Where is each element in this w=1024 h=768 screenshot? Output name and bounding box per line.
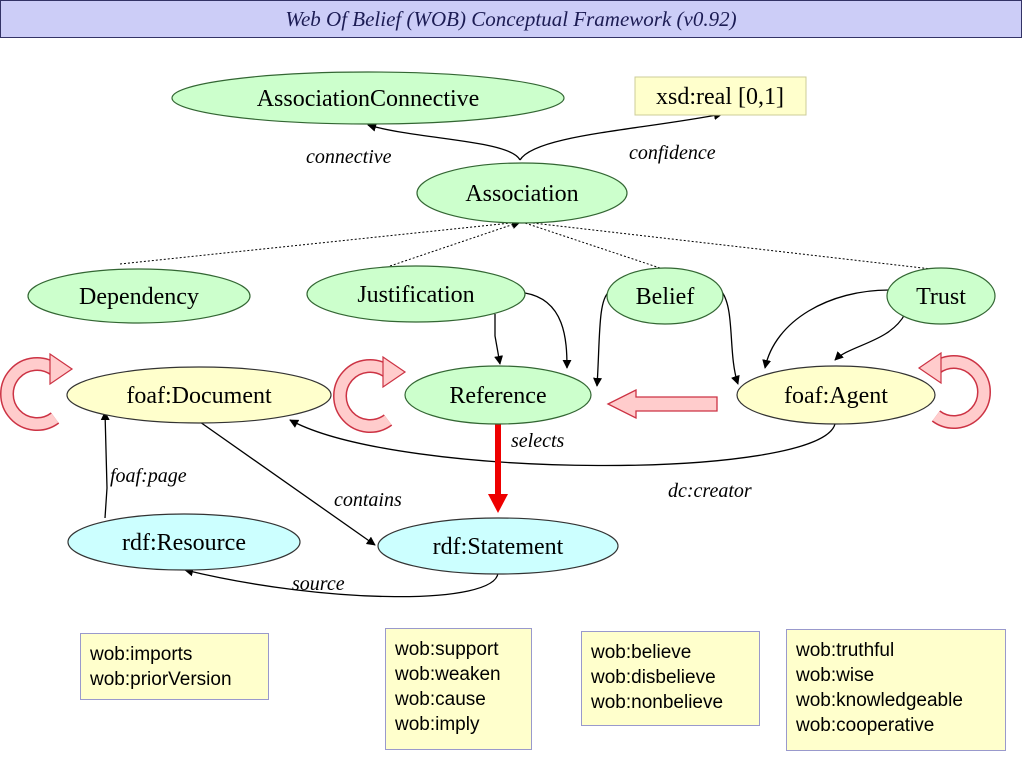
edge-belief-agent <box>721 291 740 385</box>
edges <box>100 111 906 598</box>
edge-label-confidence: confidence <box>629 142 716 164</box>
trust-link <box>523 221 941 271</box>
vocab-item: wob:truthful <box>796 640 895 661</box>
node-reference: Reference <box>404 365 592 425</box>
foaf-agent-label: foaf:Agent <box>784 383 888 409</box>
edge-contains <box>199 421 376 546</box>
node-rdf-statement: rdf:Statement <box>377 517 619 575</box>
vocab-item: wob:wise <box>796 665 875 686</box>
node-trust: Trust <box>886 267 996 325</box>
selects-arrow <box>488 424 508 513</box>
vocab-item: wob:nonbelieve <box>591 692 724 713</box>
dependency-link <box>119 218 521 265</box>
edge-label-selects: selects <box>511 430 565 452</box>
belief-link <box>521 221 661 269</box>
edge-justification-reference-b <box>524 292 572 369</box>
vocab-item: wob:imply <box>395 714 480 735</box>
edge-label-contains: contains <box>334 489 402 511</box>
edge-source <box>184 567 499 598</box>
self-loop-document <box>0 352 74 431</box>
self-loop-reference <box>333 355 407 433</box>
vocab-item: wob:support <box>395 639 499 660</box>
node-association-connective: AssociationConnective <box>171 71 565 125</box>
title-bar: Web Of Belief (WOB) Conceptual Framework… <box>0 0 1022 38</box>
node-xsd-real: xsd:real [0,1] <box>634 76 807 116</box>
vocab-box-believe: wob:believe wob:disbelieve wob:nonbeliev… <box>581 631 760 726</box>
vocab-item: wob:weaken <box>395 664 501 685</box>
edge-label-foaf-page: foaf:page <box>110 465 187 487</box>
edge-confidence <box>519 111 723 161</box>
edge-label-connective: connective <box>306 146 392 168</box>
edge-dc-creator <box>289 419 836 467</box>
rdf-statement-label: rdf:Statement <box>433 534 564 560</box>
association-subclass-links <box>119 218 941 271</box>
association-connective-label: AssociationConnective <box>257 86 480 112</box>
node-rdf-resource: rdf:Resource <box>67 513 301 571</box>
foaf-document-label: foaf:Document <box>126 383 272 409</box>
vocab-item: wob:priorVersion <box>90 669 232 690</box>
vocab-box-support: wob:support wob:weaken wob:cause wob:imp… <box>385 628 532 750</box>
node-foaf-document: foaf:Document <box>66 366 332 424</box>
vocab-item: wob:cooperative <box>796 715 935 736</box>
node-dependency: Dependency <box>27 268 251 324</box>
vocab-item: wob:knowledgeable <box>796 690 963 711</box>
node-justification: Justification <box>306 265 526 323</box>
justification-label: Justification <box>357 282 474 308</box>
edge-label-source: source <box>292 573 345 595</box>
vocab-item: wob:disbelieve <box>591 667 716 688</box>
node-association: Association <box>416 162 628 224</box>
vocab-item: wob:cause <box>395 689 486 710</box>
vocab-item: wob:believe <box>591 642 692 663</box>
vocab-item: wob:imports <box>90 644 193 665</box>
trust-label: Trust <box>916 284 966 310</box>
edge-justification-reference-a <box>494 314 504 365</box>
edge-belief-reference <box>593 291 610 387</box>
edge-label-dc-creator: dc:creator <box>668 480 752 502</box>
xsd-real-label: xsd:real [0,1] <box>656 84 784 110</box>
rdf-resource-label: rdf:Resource <box>122 530 246 556</box>
association-label: Association <box>465 181 578 207</box>
pink-block-arrow <box>606 388 718 420</box>
edge-foaf-page <box>100 411 110 519</box>
vocab-box-truthful: wob:truthful wob:wise wob:knowledgeable … <box>786 629 1006 751</box>
edge-connective <box>367 122 521 161</box>
dependency-label: Dependency <box>79 284 199 310</box>
node-belief: Belief <box>606 267 724 325</box>
page-title: Web Of Belief (WOB) Conceptual Framework… <box>285 6 737 31</box>
justification-link <box>389 220 521 267</box>
vocab-box-imports: wob:imports wob:priorVersion <box>80 633 269 700</box>
self-loop-agent <box>917 351 991 429</box>
edge-trust-agent-a <box>762 289 890 369</box>
reference-label: Reference <box>449 383 546 409</box>
belief-label: Belief <box>636 284 695 310</box>
node-foaf-agent: foaf:Agent <box>736 365 936 425</box>
edge-trust-agent-b <box>834 313 906 361</box>
